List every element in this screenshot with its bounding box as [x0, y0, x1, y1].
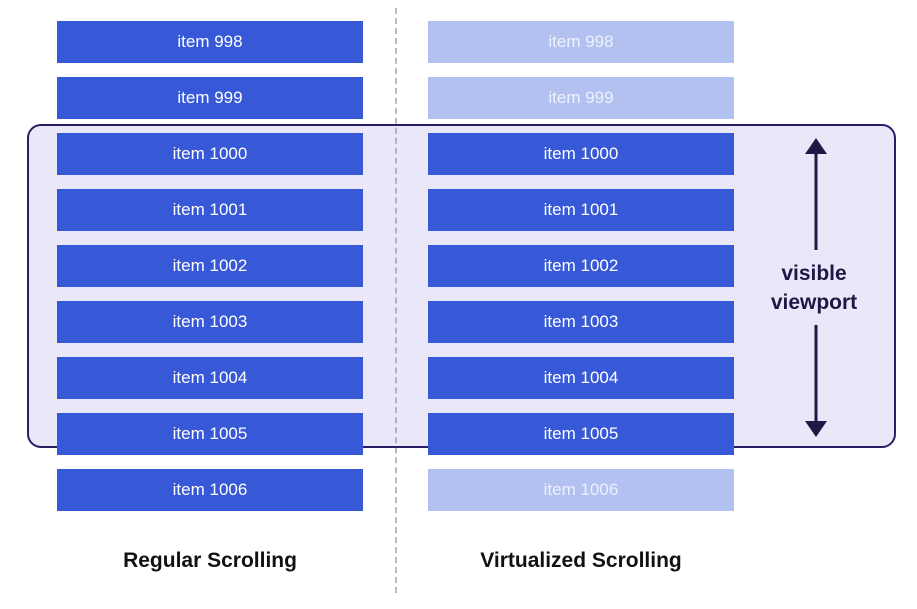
- virtual-item: item 1004: [428, 357, 734, 399]
- viewport-label-line-2: viewport: [770, 291, 858, 314]
- virtual-item: item 1000: [428, 133, 734, 175]
- arrow-up-icon: [805, 138, 827, 250]
- virtual-item: item 1003: [428, 301, 734, 343]
- regular-item: item 1000: [57, 133, 363, 175]
- regular-item: item 1004: [57, 357, 363, 399]
- virtual-item: item 1001: [428, 189, 734, 231]
- virtual-item: item 1002: [428, 245, 734, 287]
- regular-item: item 1006: [57, 469, 363, 511]
- regular-item: item 1002: [57, 245, 363, 287]
- regular-item: item 1005: [57, 413, 363, 455]
- virtual-item: item 998: [428, 21, 734, 63]
- virtual-item: item 999: [428, 77, 734, 119]
- viewport-label-line-1: visible: [781, 262, 847, 285]
- virtualized-scrolling-title: Virtualized Scrolling: [480, 549, 682, 572]
- regular-item: item 1003: [57, 301, 363, 343]
- regular-item: item 1001: [57, 189, 363, 231]
- regular-item: item 998: [57, 21, 363, 63]
- regular-scrolling-title: Regular Scrolling: [123, 549, 297, 572]
- regular-item: item 999: [57, 77, 363, 119]
- virtual-item: item 1005: [428, 413, 734, 455]
- visible-viewport-label: visible viewport: [752, 259, 876, 317]
- virtual-item: item 1006: [428, 469, 734, 511]
- column-divider: [395, 8, 397, 593]
- arrow-down-icon: [805, 325, 827, 437]
